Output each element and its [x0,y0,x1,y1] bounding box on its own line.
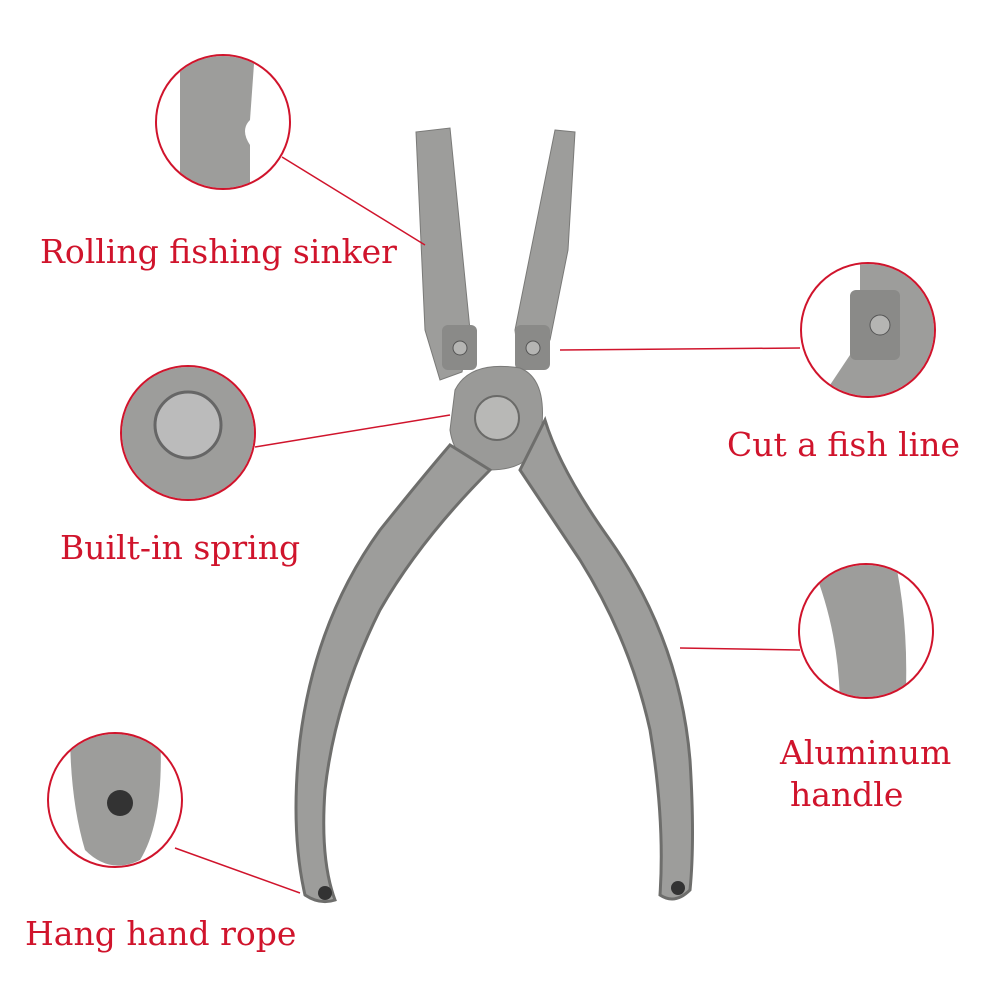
spring-pivot [474,395,520,441]
detail-rope-hole [49,734,181,866]
detail-sinker [157,56,289,188]
detail-cutter [802,264,934,396]
label-built-in-spring: Built-in spring [60,528,301,567]
left-jaw [415,127,471,381]
pliers [294,127,694,904]
left-handle [294,443,493,904]
label-hang-hand-rope: Hang hand rope [25,914,297,953]
label-handle: handle [790,775,904,814]
label-cut-fish-line: Cut a fish line [727,425,960,464]
leader-lines [174,156,801,894]
label-aluminum: Aluminum [780,733,952,772]
detail-handle [800,565,932,697]
detail-circle-borders [47,54,936,868]
label-rolling-fishing-sinker: Rolling fishing sinker [40,232,397,271]
detail-spring [122,367,254,499]
left-rope-hole [318,886,332,900]
right-rope-hole [671,881,685,895]
right-handle [518,415,694,901]
